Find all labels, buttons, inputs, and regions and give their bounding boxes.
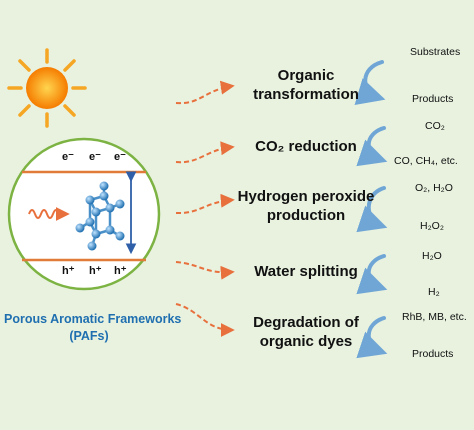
- application-label: Organic transformation: [253, 67, 359, 103]
- reactant-label: H₂O: [422, 250, 442, 262]
- framework-circle: [7, 137, 161, 291]
- hole-label: h⁺: [114, 265, 127, 277]
- paf-name: Porous Aromatic Frameworks: [4, 312, 182, 326]
- reactant-label: RhB, MB, etc.: [402, 311, 467, 323]
- reaction-arrow-3: [356, 186, 388, 233]
- reaction-arrow-2: [356, 126, 388, 167]
- product-label: Products: [412, 348, 454, 360]
- electron-label: e⁻: [114, 151, 126, 163]
- application-label: Degradation of organic dyes: [253, 314, 359, 350]
- application-label: CO₂ reduction: [255, 138, 357, 155]
- product-label: H₂O₂: [420, 220, 444, 232]
- reaction-arrow-1: [354, 60, 386, 105]
- arrow-to-water-splitting: [175, 261, 235, 280]
- arrow-to-co2-reduction: [175, 141, 235, 164]
- product-label: H₂: [428, 286, 440, 298]
- electron-label: e⁻: [62, 151, 74, 163]
- arrow-to-organic-transformation: [175, 80, 235, 105]
- reaction-arrow-5: [356, 316, 388, 359]
- reactant-label: CO₂: [425, 120, 445, 132]
- product-label: Products: [412, 93, 454, 105]
- product-label: CO, CH₄, etc.: [394, 155, 458, 167]
- electron-label: e⁻: [89, 151, 101, 163]
- light-wave-icon: [28, 209, 60, 219]
- application-label: Water splitting: [254, 263, 358, 280]
- hole-label: h⁺: [89, 265, 102, 277]
- reaction-arrow-4: [356, 254, 388, 295]
- hole-label: h⁺: [62, 265, 75, 277]
- arrow-to-dye-degradation: [175, 303, 235, 337]
- application-label: Hydrogen peroxide production: [237, 188, 375, 224]
- arrow-to-h2o2-production: [175, 193, 235, 215]
- reactant-label: Substrates: [410, 46, 461, 58]
- sun-icon: [7, 48, 87, 128]
- paf-abbreviation: (PAFs): [69, 329, 109, 343]
- reactant-label: O₂, H₂O: [415, 182, 453, 194]
